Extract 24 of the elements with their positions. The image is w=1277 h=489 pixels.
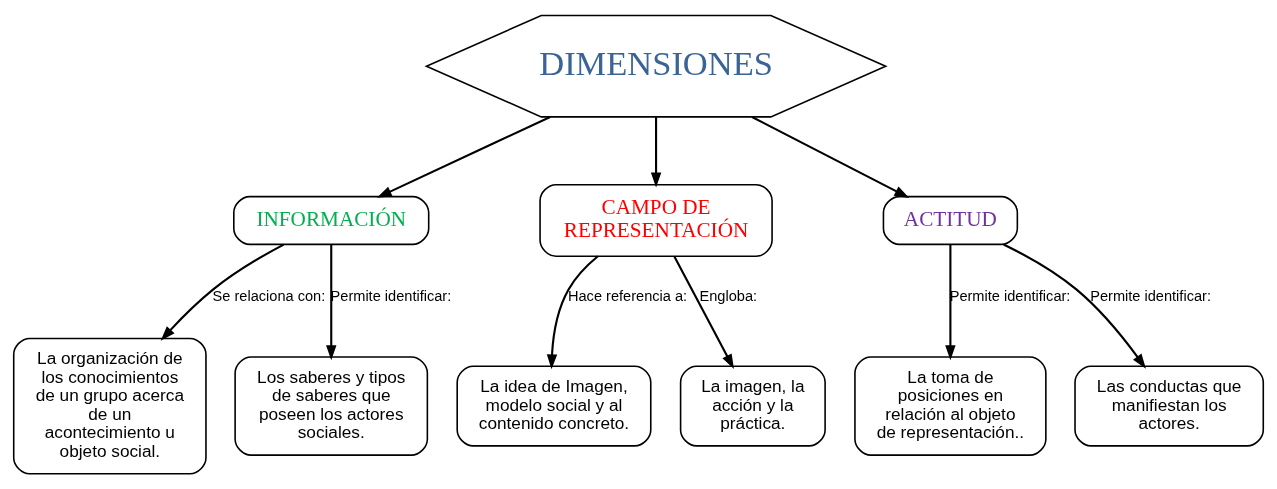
arrow (326, 244, 337, 361)
arrow (945, 244, 956, 361)
edge-label: Permite identificar: (949, 288, 1071, 305)
arrow (1003, 243, 1146, 369)
arrow (376, 116, 551, 198)
arrow (673, 256, 734, 370)
arrow (546, 255, 599, 370)
node-box: Los saberes y tipos de saberes que poseen los actores sociales. (234, 356, 429, 456)
node-box: La idea de Imagen, modelo social y al contenido concreto. (456, 365, 652, 447)
arrow (650, 117, 662, 188)
node-box: La organización de los conocimientos de un grupo acerca de un acontecimiento u objeto social. (12, 337, 207, 475)
node-box: INFORMACIÓN (233, 195, 430, 246)
arrow (751, 116, 910, 198)
edge-label: Permite identificar: (330, 288, 452, 305)
edge-label: Permite identificar: (1090, 288, 1211, 305)
node-box: La imagen, la acción y la práctica. (679, 365, 826, 447)
edge-label: Se relaciona con: (212, 288, 326, 305)
node-box: Las conductas que manifiestan los actores. (1074, 365, 1265, 447)
edge-label: Engloba: (699, 288, 758, 305)
edge-label: Hace referencia a: (568, 288, 688, 305)
arrow (160, 243, 285, 341)
node-box: CAMPO DE REPRESENTACIÓN (539, 183, 773, 258)
node-box: ACTITUD (882, 195, 1019, 246)
node-box: La toma de posiciones en relación al objeto de representación.. (854, 356, 1047, 456)
